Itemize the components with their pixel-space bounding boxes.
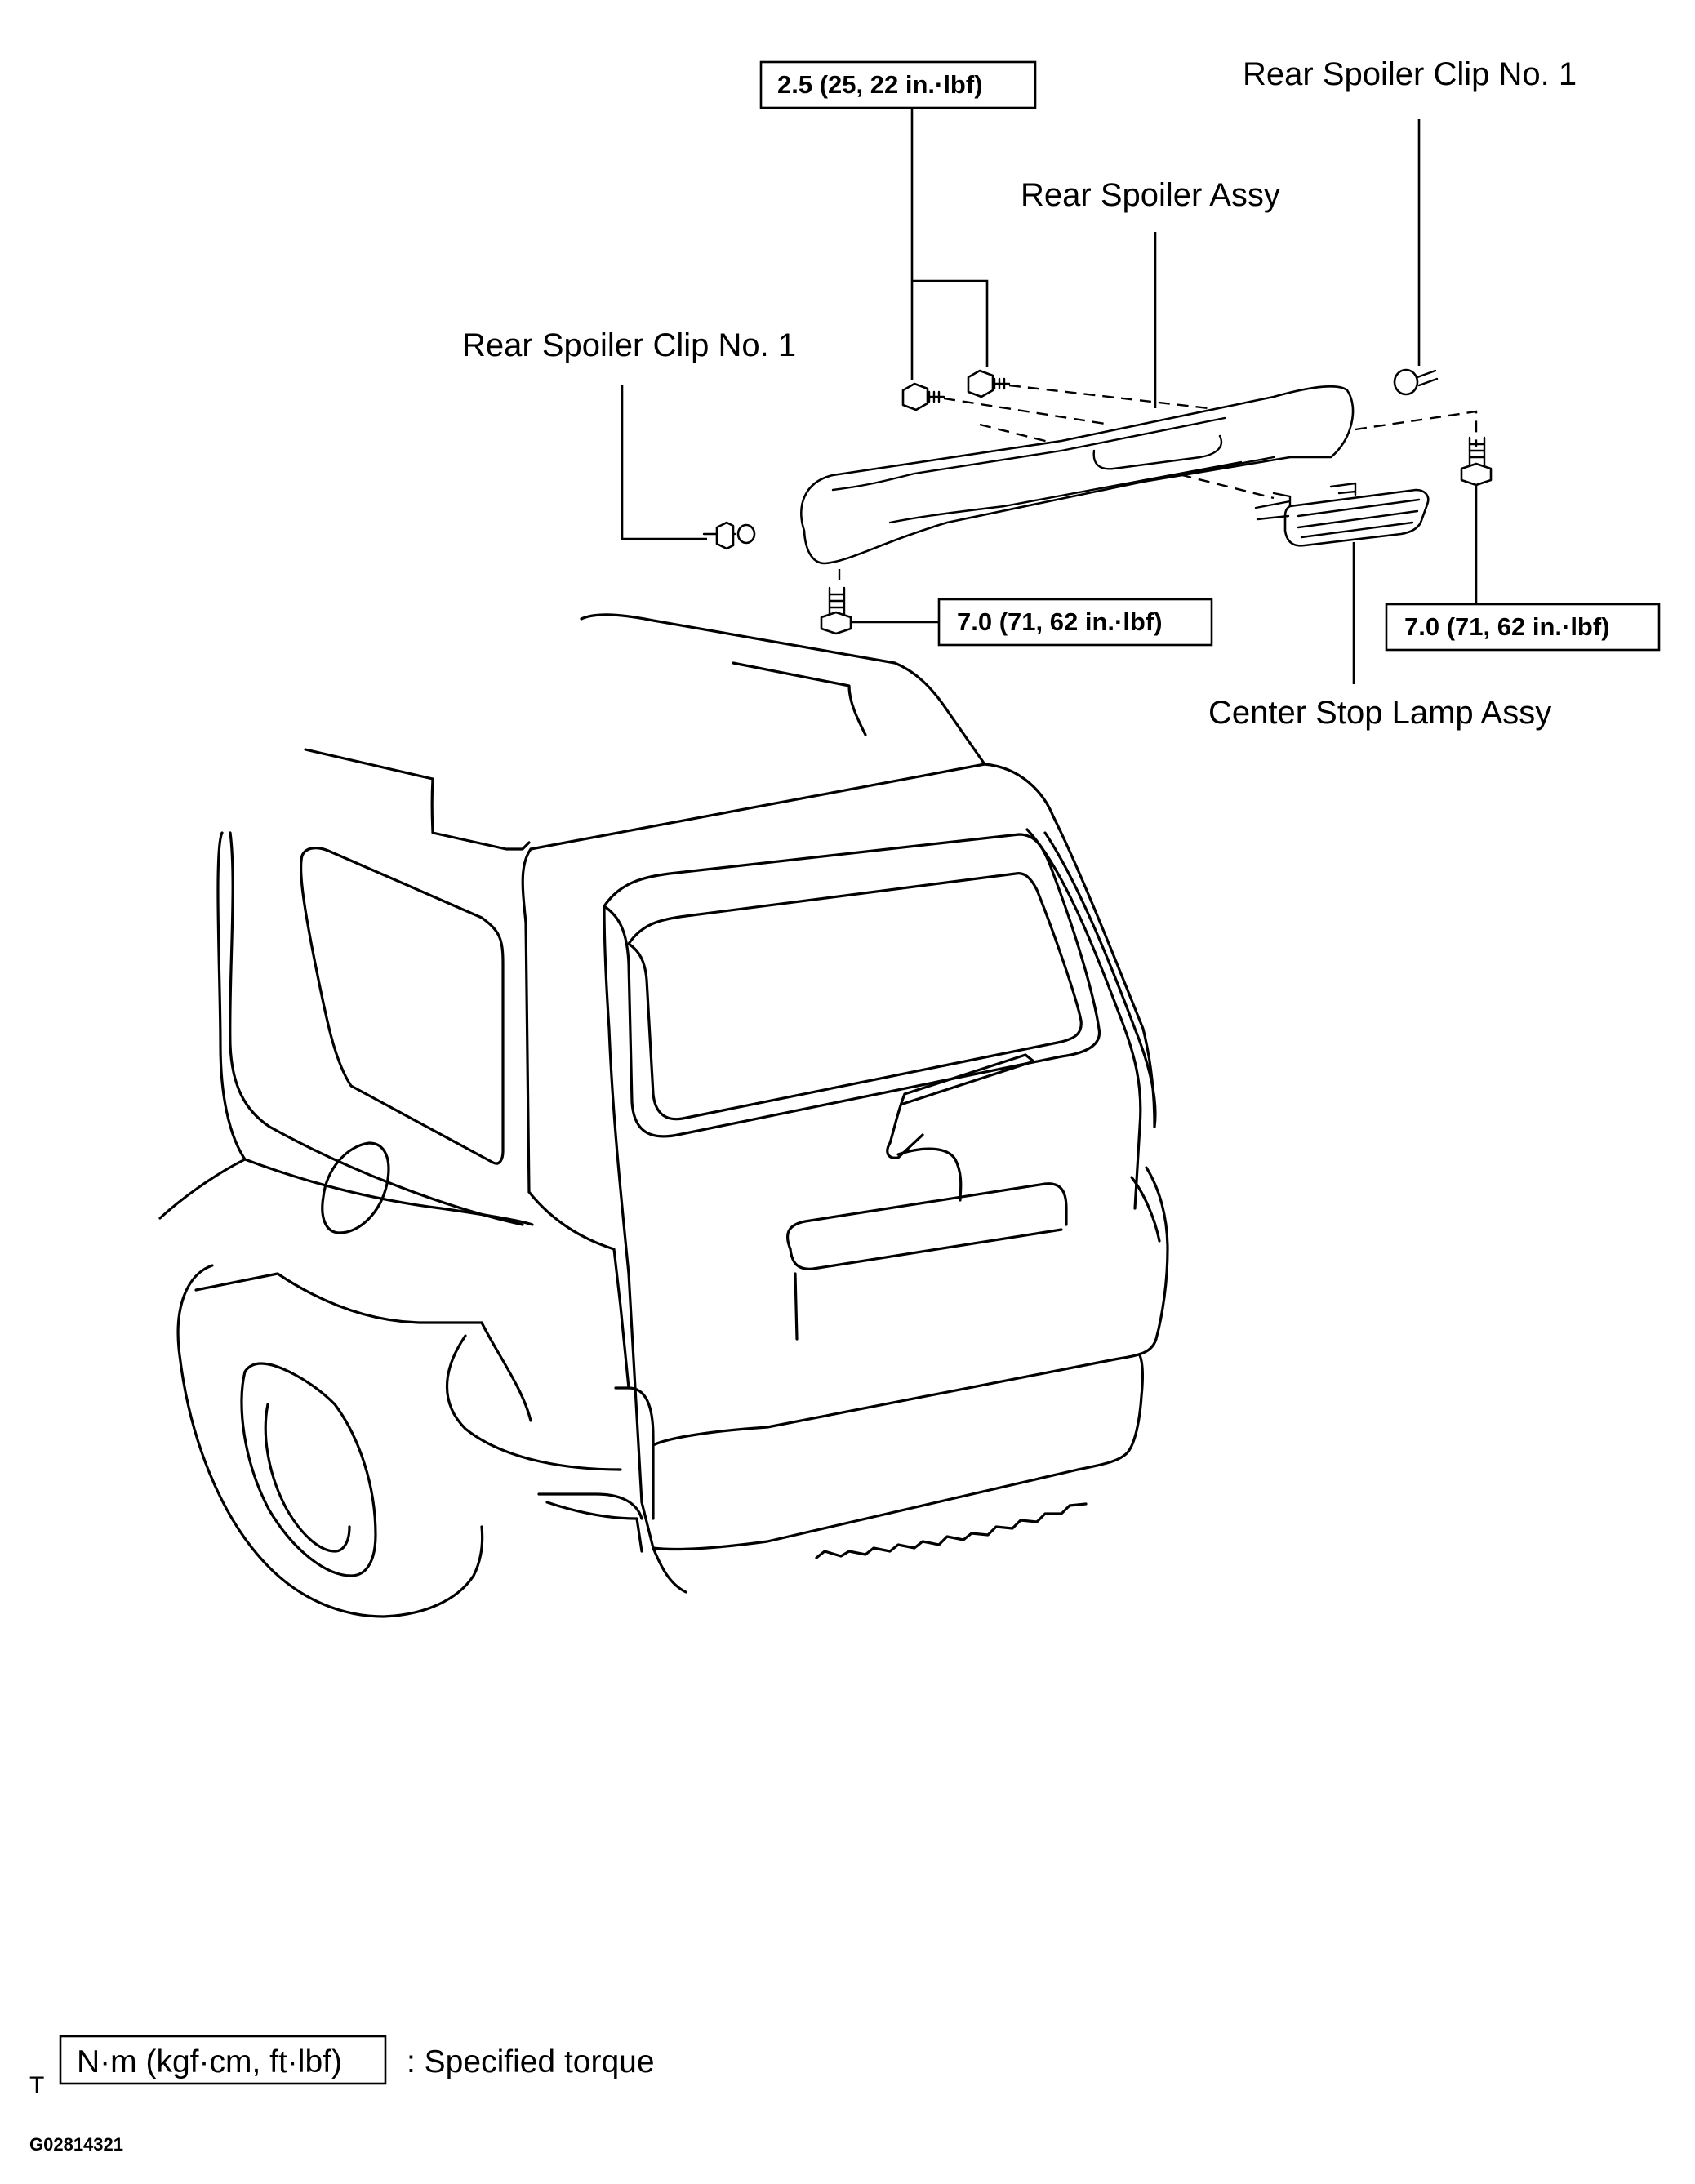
- svg-text:Rear Spoiler Assy: Rear Spoiler Assy: [1021, 177, 1280, 213]
- torque-callout-right: 7.0 (71, 62 in.·lbf): [1385, 603, 1661, 652]
- svg-text:Center Stop Lamp Assy: Center Stop Lamp Assy: [1208, 695, 1551, 731]
- spoiler-clip-left: [702, 521, 756, 550]
- torque-callout-top: 2.5 (25, 22 in.·lbf): [759, 60, 1037, 380]
- rear-spoiler-assy: [800, 385, 1355, 565]
- center-stop-lamp-assy: [1254, 482, 1430, 547]
- svg-text:7.0 (71, 62 in.·lbf): 7.0 (71, 62 in.·lbf): [1404, 612, 1610, 641]
- lamp-callout: Center Stop Lamp Assy: [1208, 542, 1551, 731]
- svg-text:N·m (kgf·cm, ft·lbf): N·m (kgf·cm, ft·lbf): [77, 2044, 342, 2079]
- torque-callout-left: 7.0 (71, 62 in.·lbf): [937, 598, 1213, 647]
- svg-text:Rear Spoiler Clip No. 1: Rear Spoiler Clip No. 1: [1243, 56, 1577, 92]
- clip-callout-left: Rear Spoiler Clip No. 1: [462, 327, 796, 540]
- spoiler-assy-callout: Rear Spoiler Assy: [1021, 177, 1280, 408]
- svg-text:7.0 (71, 62 in.·lbf): 7.0 (71, 62 in.·lbf): [957, 607, 1163, 636]
- bolt-lower-left: [820, 586, 939, 635]
- torque-legend: T N·m (kgf·cm, ft·lbf) : Specified torqu…: [29, 2035, 655, 2099]
- svg-text:Rear Spoiler Clip No. 1: Rear Spoiler Clip No. 1: [462, 327, 796, 363]
- spoiler-clip-right: [1393, 368, 1439, 396]
- bolt-upper-right: [967, 369, 1011, 398]
- svg-text:T: T: [29, 2072, 44, 2099]
- svg-text:2.5 (25, 22 in.·lbf): 2.5 (25, 22 in.·lbf): [777, 70, 983, 99]
- figure-code: G02814321: [29, 2134, 123, 2155]
- clip-callout-right: Rear Spoiler Clip No. 1: [1243, 56, 1577, 366]
- bolt-right: [1460, 436, 1493, 604]
- vehicle-body: [158, 613, 1169, 1618]
- bolt-upper-left: [901, 382, 945, 411]
- svg-text:: Specified torque: : Specified torque: [407, 2044, 655, 2079]
